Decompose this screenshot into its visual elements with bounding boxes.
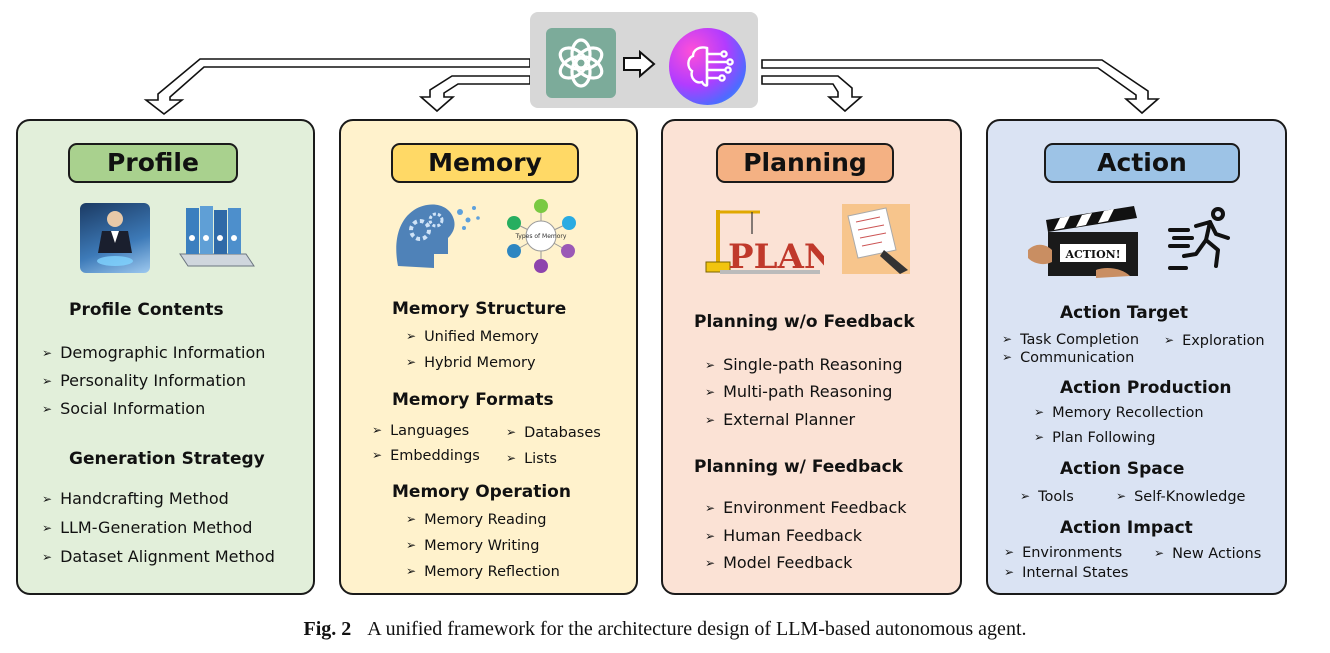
binders-laptop-image xyxy=(176,198,256,276)
list-item: ➢Memory Reading xyxy=(406,512,547,528)
figure-caption: Fig. 2 A unified framework for the archit… xyxy=(0,618,1330,641)
list-item: ➢Multi-path Reasoning xyxy=(705,382,893,401)
list-item: ➢Unified Memory xyxy=(406,329,539,345)
list-item: ➢Languages xyxy=(372,423,470,439)
action-module xyxy=(986,119,1287,595)
action-space-heading: Action Space xyxy=(1060,459,1185,479)
list-item: ➢Model Feedback xyxy=(705,553,853,572)
figure-caption-text: A unified framework for the architecture… xyxy=(367,618,1027,640)
list-item: ➢Environment Feedback xyxy=(705,498,907,517)
memory-title: Memory xyxy=(391,143,579,183)
list-item: ➢Memory Reflection xyxy=(406,564,560,580)
planning-without-feedback-heading: Planning w/o Feedback xyxy=(694,312,915,332)
openai-logo-icon xyxy=(546,28,616,98)
arrow-to-profile xyxy=(143,58,531,116)
list-item: ➢Lists xyxy=(506,451,557,467)
planning-with-feedback-heading: Planning w/ Feedback xyxy=(694,457,903,477)
list-item: ➢Demographic Information xyxy=(42,343,266,362)
list-item: ➢Internal States xyxy=(1004,565,1129,581)
plan-crane-image: PLAN xyxy=(700,204,835,277)
list-item: ➢Embeddings xyxy=(372,448,480,464)
business-person-image xyxy=(80,203,150,273)
list-item: ➢Personality Information xyxy=(42,371,246,390)
types-of-memory-image: Types of Memory xyxy=(500,196,582,276)
plan-paper-hand-image xyxy=(836,200,914,278)
list-item: ➢New Actions xyxy=(1154,546,1262,562)
types-of-memory-label: Types of Memory xyxy=(515,233,567,240)
list-item: ➢Single-path Reasoning xyxy=(705,355,903,374)
action-image-label: ACTION! xyxy=(1064,248,1120,261)
arrow-right-icon xyxy=(623,50,656,78)
list-item: ➢Communication xyxy=(1002,350,1135,366)
list-item: ➢Social Information xyxy=(42,399,206,418)
arrow-to-action xyxy=(761,59,1161,115)
arrow-to-planning xyxy=(761,75,864,113)
memory-module xyxy=(339,119,638,595)
planning-module xyxy=(661,119,962,595)
list-item: ➢Self-Knowledge xyxy=(1116,489,1246,505)
memory-formats-heading: Memory Formats xyxy=(392,390,554,410)
action-target-heading: Action Target xyxy=(1060,303,1188,323)
list-item: ➢Exploration xyxy=(1164,333,1265,349)
planning-title: Planning xyxy=(716,143,894,183)
action-title: Action xyxy=(1044,143,1240,183)
gear-head-image xyxy=(390,196,486,278)
list-item: ➢Task Completion xyxy=(1002,332,1140,348)
list-item: ➢LLM-Generation Method xyxy=(42,518,253,537)
list-item: ➢Databases xyxy=(506,425,601,441)
action-production-heading: Action Production xyxy=(1060,378,1232,398)
generation-strategy-heading: Generation Strategy xyxy=(69,449,265,469)
list-item: ➢Tools xyxy=(1020,489,1074,505)
profile-module xyxy=(16,119,315,595)
memory-structure-heading: Memory Structure xyxy=(392,299,567,319)
action-impact-heading: Action Impact xyxy=(1060,518,1193,538)
ai-brain-icon xyxy=(669,28,746,105)
list-item: ➢Human Feedback xyxy=(705,526,863,545)
list-item: ➢Handcrafting Method xyxy=(42,489,229,508)
flow-arrows xyxy=(143,58,1161,116)
list-item: ➢External Planner xyxy=(705,410,856,429)
profile-contents-heading: Profile Contents xyxy=(69,300,224,320)
profile-title: Profile xyxy=(68,143,238,183)
figure-label: Fig. 2 xyxy=(303,618,352,640)
list-item: ➢Environments xyxy=(1004,545,1123,561)
list-item: ➢Plan Following xyxy=(1034,430,1156,446)
clapperboard-image: ACTION! xyxy=(1026,200,1144,280)
list-item: ➢Memory Writing xyxy=(406,538,540,554)
running-person-icon xyxy=(1166,204,1238,274)
list-item: ➢Hybrid Memory xyxy=(406,355,536,371)
list-item: ➢Dataset Alignment Method xyxy=(42,547,275,566)
list-item: ➢Memory Recollection xyxy=(1034,405,1204,421)
memory-operation-heading: Memory Operation xyxy=(392,482,571,502)
arrow-to-memory xyxy=(418,75,531,113)
